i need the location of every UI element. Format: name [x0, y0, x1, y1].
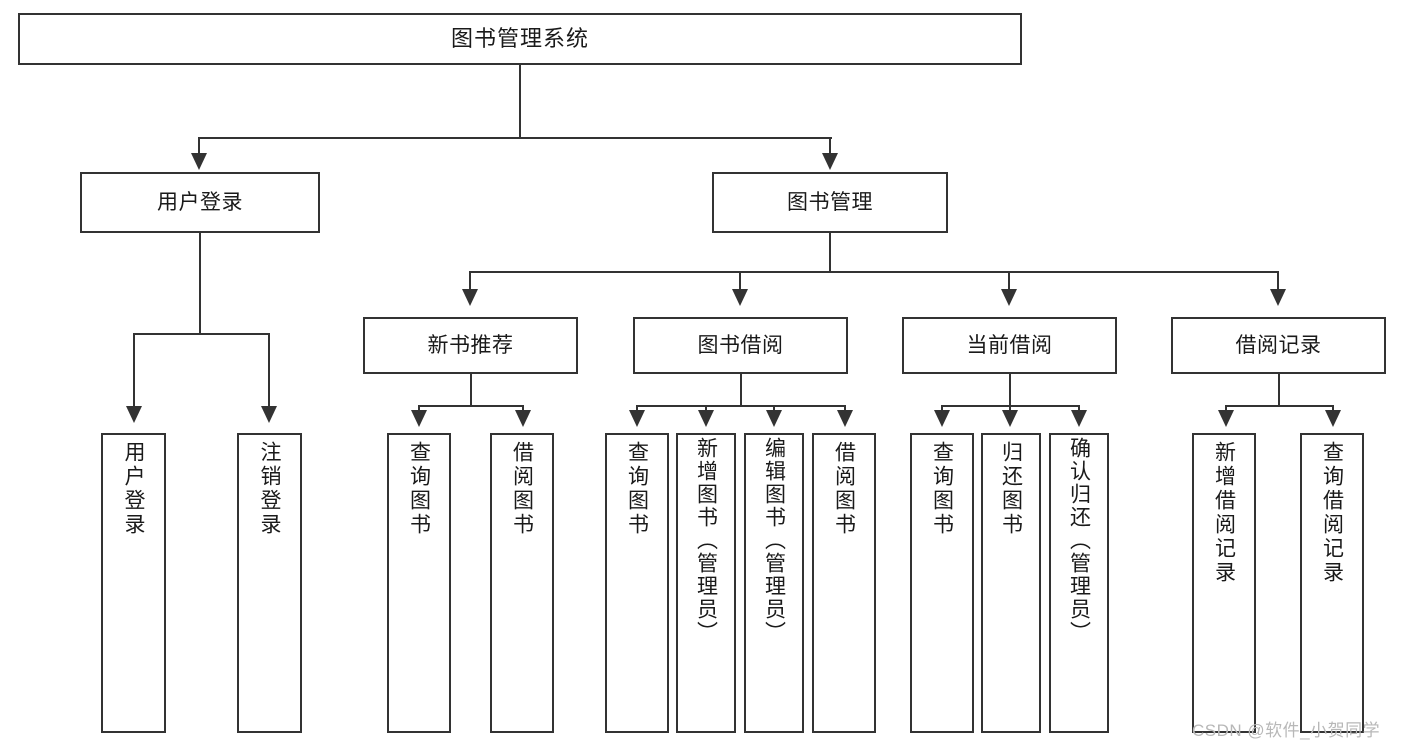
node-label: 图书借阅 [697, 333, 784, 357]
connector-drop-borrow-record [1277, 271, 1279, 291]
arrow-leaf-query-book-3 [934, 410, 950, 427]
connector-level2-bus [198, 137, 832, 139]
node-leaf-query-book-3[interactable]: 查询图书 [910, 433, 974, 733]
node-label: 注销登录 [258, 441, 281, 537]
connector-drop-leaf-add-record [1225, 405, 1227, 412]
connector-book-borrow-bus [636, 405, 846, 407]
connector-current-borrow-stem [1009, 374, 1011, 407]
connector-level2-drop-book-manage [829, 137, 831, 155]
connector-drop-leaf-user-login [133, 333, 135, 408]
arrow-leaf-query-book-1 [411, 410, 427, 427]
arrow-new-book-rec [462, 289, 478, 306]
arrow-leaf-return-book [1002, 410, 1018, 427]
arrow-borrow-record [1270, 289, 1286, 306]
node-label: 借阅图书 [832, 441, 856, 537]
connector-drop-leaf-add-book [705, 405, 707, 412]
connector-drop-leaf-return-book [1009, 405, 1011, 412]
connector-level3-bus [469, 271, 1279, 273]
connector-drop-leaf-edit-book [773, 405, 775, 412]
arrow-leaf-query-record [1325, 410, 1341, 427]
arrow-leaf-edit-book [766, 410, 782, 427]
node-leaf-query-book-2[interactable]: 查询图书 [605, 433, 669, 733]
node-leaf-return-book[interactable]: 归还图书 [981, 433, 1041, 733]
node-label: 借阅记录 [1235, 333, 1322, 357]
node-label: 编辑图书（管理员） [762, 437, 786, 644]
connector-root-stem [519, 65, 521, 139]
node-leaf-query-record[interactable]: 查询借阅记录 [1300, 433, 1364, 733]
node-user-login[interactable]: 用户登录 [80, 172, 320, 233]
node-leaf-edit-book[interactable]: 编辑图书（管理员） [744, 433, 804, 733]
connector-borrow-record-bus [1225, 405, 1334, 407]
arrow-level2-user-login [191, 153, 207, 170]
node-root-book-management-system[interactable]: 图书管理系统 [18, 13, 1022, 65]
node-label: 查询图书 [625, 441, 649, 537]
arrow-leaf-add-book [698, 410, 714, 427]
connector-drop-current-borrow [1008, 271, 1010, 291]
connector-book-manage-stem [829, 233, 831, 273]
arrow-leaf-query-book-2 [629, 410, 645, 427]
node-label: 确认归还（管理员） [1067, 437, 1091, 644]
arrow-leaf-confirm-return [1071, 410, 1087, 427]
connector-drop-leaf-query-book-2 [636, 405, 638, 412]
connector-book-borrow-stem [740, 374, 742, 407]
node-leaf-add-record[interactable]: 新增借阅记录 [1192, 433, 1256, 733]
node-label: 当前借阅 [966, 333, 1053, 357]
node-label: 新增图书（管理员） [694, 437, 718, 644]
arrow-leaf-add-record [1218, 410, 1234, 427]
connector-drop-leaf-query-book-3 [941, 405, 943, 412]
node-leaf-query-book-1[interactable]: 查询图书 [387, 433, 451, 733]
connector-drop-leaf-borrow-book-1 [522, 405, 524, 412]
node-new-book-rec[interactable]: 新书推荐 [363, 317, 578, 374]
node-label: 图书管理 [787, 190, 873, 214]
connector-drop-leaf-query-record [1332, 405, 1334, 412]
node-label: 查询借阅记录 [1320, 441, 1344, 585]
connector-level2-drop-user-login [198, 137, 200, 155]
connector-user-login-stem [199, 233, 201, 335]
node-label: 用户登录 [122, 441, 145, 537]
connector-drop-leaf-borrow-book-2 [844, 405, 846, 412]
node-leaf-borrow-book-1[interactable]: 借阅图书 [490, 433, 554, 733]
node-book-borrow[interactable]: 图书借阅 [633, 317, 848, 374]
connector-drop-leaf-confirm-return [1078, 405, 1080, 412]
csdn-watermark: CSDN @软件_小贺同学 [1192, 721, 1381, 740]
node-label: 用户登录 [157, 190, 243, 214]
node-label: 查询图书 [930, 441, 954, 537]
node-label: 归还图书 [999, 441, 1023, 537]
arrow-leaf-borrow-book-1 [515, 410, 531, 427]
connector-drop-new-book-rec [469, 271, 471, 291]
node-label: 借阅图书 [510, 441, 534, 537]
connector-drop-book-borrow [739, 271, 741, 291]
arrow-book-borrow [732, 289, 748, 306]
arrow-current-borrow [1001, 289, 1017, 306]
arrow-leaf-borrow-book-2 [837, 410, 853, 427]
node-label: 新增借阅记录 [1212, 441, 1236, 585]
connector-new-book-rec-bus [418, 405, 524, 407]
connector-new-book-rec-stem [470, 374, 472, 407]
node-borrow-record[interactable]: 借阅记录 [1171, 317, 1386, 374]
node-label: 新书推荐 [427, 333, 514, 357]
arrow-leaf-user-login [126, 406, 142, 423]
connector-drop-leaf-query-book-1 [418, 405, 420, 412]
connector-user-login-bus [133, 333, 269, 335]
node-leaf-add-book[interactable]: 新增图书（管理员） [676, 433, 736, 733]
connector-borrow-record-stem [1278, 374, 1280, 407]
arrow-level2-book-manage [822, 153, 838, 170]
node-leaf-logout[interactable]: 注销登录 [237, 433, 302, 733]
connector-drop-leaf-logout [268, 333, 270, 408]
arrow-leaf-logout [261, 406, 277, 423]
node-current-borrow[interactable]: 当前借阅 [902, 317, 1117, 374]
node-label: 查询图书 [407, 441, 431, 537]
node-label: 图书管理系统 [450, 25, 589, 51]
node-leaf-confirm-return[interactable]: 确认归还（管理员） [1049, 433, 1109, 733]
node-leaf-borrow-book-2[interactable]: 借阅图书 [812, 433, 876, 733]
node-leaf-user-login[interactable]: 用户登录 [101, 433, 166, 733]
node-book-manage[interactable]: 图书管理 [712, 172, 948, 233]
